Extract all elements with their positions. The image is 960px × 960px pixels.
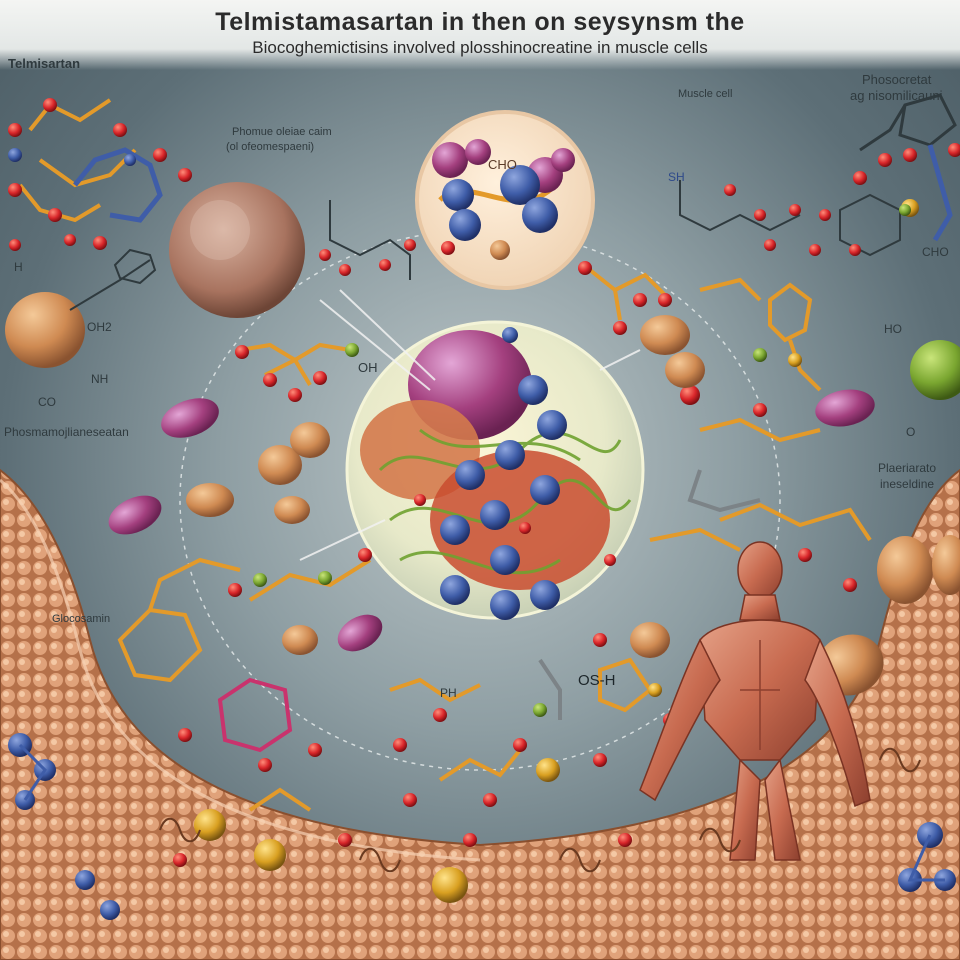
label-right-caption-2: ineseldine xyxy=(880,477,935,491)
orange-protein-blob xyxy=(360,400,480,500)
label-oh-h: OS-H xyxy=(578,672,616,689)
green-atoms xyxy=(253,204,911,717)
diagram-title: Telmistamasartan in then on seysynsm the xyxy=(215,8,745,36)
label-membrane-top: Phomue oleiae caim xyxy=(232,126,332,138)
structural-chain-top xyxy=(329,180,901,280)
label-membrane-bottom: (ol ofeomespaeni) xyxy=(226,141,315,153)
molecule-top-right xyxy=(853,93,960,242)
label-phosphocreatine: Phosocretat xyxy=(862,72,932,87)
label-glucosamine: Glocosamin xyxy=(52,613,111,625)
molecule-top-left xyxy=(8,98,192,251)
label-nh: NH xyxy=(91,372,109,386)
label-muscle-cell: Muscle cell xyxy=(678,88,733,100)
incoming-arrows xyxy=(299,289,641,561)
label-o: O xyxy=(906,425,916,439)
red-atoms xyxy=(414,494,616,566)
orange-branch-molecules-2 xyxy=(649,277,762,552)
header-band xyxy=(0,0,960,70)
red-atoms-scattered xyxy=(173,261,857,867)
label-oh: OH xyxy=(358,360,378,375)
gold-atoms xyxy=(194,353,802,903)
hexagon-ring-left xyxy=(113,248,157,285)
blue-chain-connector xyxy=(18,743,945,882)
tan-blob-left xyxy=(5,292,85,368)
label-ho: HO xyxy=(884,322,902,336)
textured-sphere xyxy=(169,182,305,318)
label-h: H xyxy=(14,260,23,274)
label-telmisartan: Telmisartan xyxy=(8,56,81,71)
label-ph: PH xyxy=(440,686,457,700)
pink-ring-molecule xyxy=(217,677,293,753)
zoom-molecule xyxy=(432,139,575,260)
label-left-caption: Phosmamojlianeseatan xyxy=(4,425,129,439)
blue-atom-chain xyxy=(440,375,567,620)
membrane-squiggles xyxy=(159,747,921,873)
purple-capsules xyxy=(108,389,875,652)
grey-chains xyxy=(538,469,761,720)
label-phosphocreatine-2: ag nisomilicauni xyxy=(850,88,943,103)
red-atoms-top xyxy=(319,184,861,276)
green-ball-right xyxy=(910,340,960,400)
label-cho: CHO xyxy=(488,157,517,172)
muscle-man xyxy=(639,541,871,861)
label-oh2: OH2 xyxy=(87,320,112,334)
label-co: CO xyxy=(38,395,56,409)
label-right-caption-1: Plaeriarato xyxy=(878,461,937,475)
membrane-inner-edge xyxy=(0,478,481,862)
label-cho-right: CHO xyxy=(922,245,949,259)
orange-branch-molecules xyxy=(117,268,872,812)
diagram-subtitle: Biocoghemictisins involved plosshinocrea… xyxy=(252,38,708,57)
label-sh: SH xyxy=(668,170,685,184)
